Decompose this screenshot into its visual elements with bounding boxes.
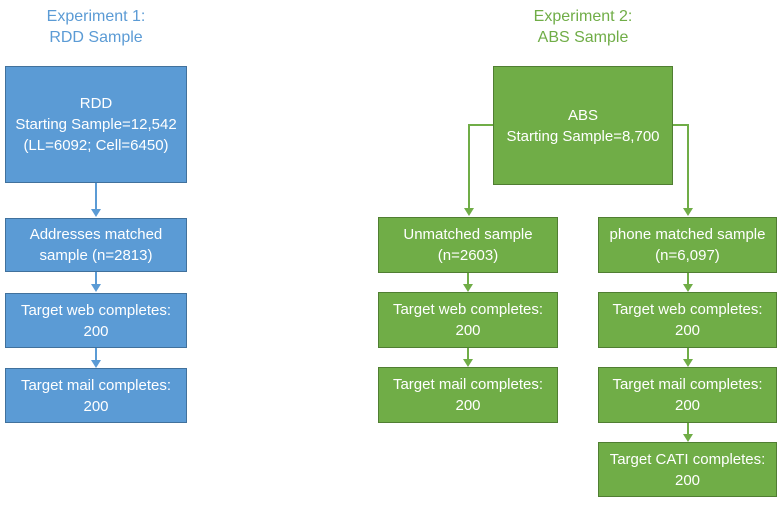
experiment1-title: Experiment 1: RDD Sample (5, 6, 187, 48)
node-unmatched-target-web: Target web completes: 200 (378, 292, 558, 348)
experiment2-title-line1: Experiment 2: (533, 8, 633, 25)
experiment1-title-line1: Experiment 1: (46, 8, 146, 25)
node-phone-target-web: Target web completes: 200 (598, 292, 777, 348)
node-addresses-matched-sample: Addresses matched sample (n=2813) (5, 218, 187, 272)
node-phone-target-cati: Target CATI completes: 200 (598, 442, 777, 497)
node-phone-matched-sample: phone matched sample (n=6,097) (598, 217, 777, 273)
node-rdd-target-mail: Target mail completes: 200 (5, 368, 187, 423)
elbow-connector-left (464, 124, 493, 216)
arrow-down-icon (91, 183, 101, 217)
arrow-down-icon (683, 273, 693, 292)
node-rdd-starting-sample: RDD Starting Sample=12,542 (LL=6092; Cel… (5, 66, 187, 183)
node-unmatched-target-mail: Target mail completes: 200 (378, 367, 558, 423)
arrow-down-icon (683, 423, 693, 442)
arrow-down-icon (463, 273, 473, 292)
elbow-connector-right (673, 124, 693, 216)
experiment2-title-line2: ABS Sample (537, 29, 629, 46)
node-unmatched-sample: Unmatched sample (n=2603) (378, 217, 558, 273)
node-abs-starting-sample: ABS Starting Sample=8,700 (493, 66, 673, 185)
experiment2-title: Experiment 2: ABS Sample (493, 6, 673, 48)
arrow-down-icon (91, 272, 101, 292)
node-phone-target-mail: Target mail completes: 200 (598, 367, 777, 423)
arrow-down-icon (91, 348, 101, 368)
arrow-down-icon (683, 348, 693, 367)
arrow-down-icon (463, 348, 473, 367)
experiment1-title-line2: RDD Sample (49, 29, 143, 46)
node-rdd-target-web: Target web completes: 200 (5, 293, 187, 348)
